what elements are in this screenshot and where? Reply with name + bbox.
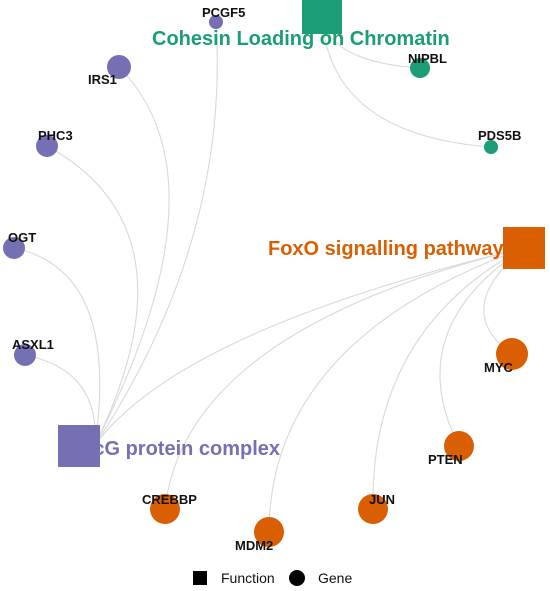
gene-label-pds5b: PDS5B <box>478 128 521 143</box>
gene-node-phc3[interactable] <box>36 135 58 157</box>
legend-function-label: Function <box>221 570 275 586</box>
function-label-pcg: PcG protein complex <box>80 438 280 460</box>
gene-label-asxl1: ASXL1 <box>12 337 54 352</box>
gene-node-nipbl[interactable] <box>410 58 430 78</box>
gene-label-irs1: IRS1 <box>88 72 117 87</box>
gene-node-pcgf5[interactable] <box>209 15 223 29</box>
edge-foxo-pten <box>439 247 525 447</box>
legend-function-square-icon <box>193 571 207 585</box>
gene-node-pds5b[interactable] <box>484 140 498 154</box>
gene-label-ogt: OGT <box>8 230 36 245</box>
gene-label-nipbl: NIPBL <box>408 51 447 66</box>
gene-label-jun: JUN <box>369 492 395 507</box>
function-label-foxo: FoxO signalling pathway <box>268 238 504 260</box>
gene-node-irs1[interactable] <box>107 55 131 79</box>
gene-node-myc[interactable] <box>496 338 528 370</box>
gene-label-pten: PTEN <box>428 452 463 467</box>
edge-foxo-jun <box>372 247 525 510</box>
function-label-cohesin: Cohesin Loading on Chromatin <box>152 28 450 50</box>
gene-node-ogt[interactable] <box>3 237 25 259</box>
edge-foxo-mdm2 <box>268 247 525 533</box>
edge-pcg-irs1 <box>94 66 170 446</box>
edges <box>13 16 525 533</box>
function-node-cohesin[interactable] <box>302 0 342 34</box>
gene-node-pten[interactable] <box>444 431 474 461</box>
edge-foxo-crebbp <box>164 247 525 510</box>
gene-label-mdm2: MDM2 <box>235 538 273 553</box>
legend-gene-label: Gene <box>318 570 352 586</box>
gene-label-myc: MYC <box>484 360 514 375</box>
gene-label-crebbp: CREBBP <box>142 492 197 507</box>
gene-node-mdm2[interactable] <box>254 517 284 547</box>
edge-foxo-irs1 <box>94 247 525 446</box>
legend-gene-circle-icon <box>289 570 305 586</box>
legend: Function Gene <box>193 570 352 586</box>
gene-node-crebbp[interactable] <box>150 494 180 524</box>
edge-pcg-pcgf5 <box>94 21 218 446</box>
function-node-pcg[interactable] <box>58 425 100 467</box>
gene-label-pcgf5: PCGF5 <box>202 5 245 20</box>
function-node-foxo[interactable] <box>503 227 545 269</box>
gene-node-asxl1[interactable] <box>14 344 36 366</box>
edge-pcg-phc3 <box>46 145 139 446</box>
gene-label-phc3: PHC3 <box>38 128 73 143</box>
edge-cohesin-pds5b <box>321 16 492 148</box>
edge-pcg-ogt <box>13 247 101 446</box>
gene-node-jun[interactable] <box>358 494 388 524</box>
